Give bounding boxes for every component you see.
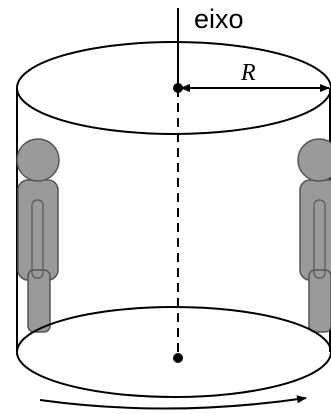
person-left [16,138,60,333]
radius-label: R [240,60,256,86]
axis-label: eixo [194,4,244,34]
person-right [297,138,331,333]
rotation-arrow [39,395,307,410]
axis-bottom-dot [173,353,183,363]
cylinder-bottom-ellipse [16,306,331,398]
cylinder-top-ellipse [16,41,331,135]
